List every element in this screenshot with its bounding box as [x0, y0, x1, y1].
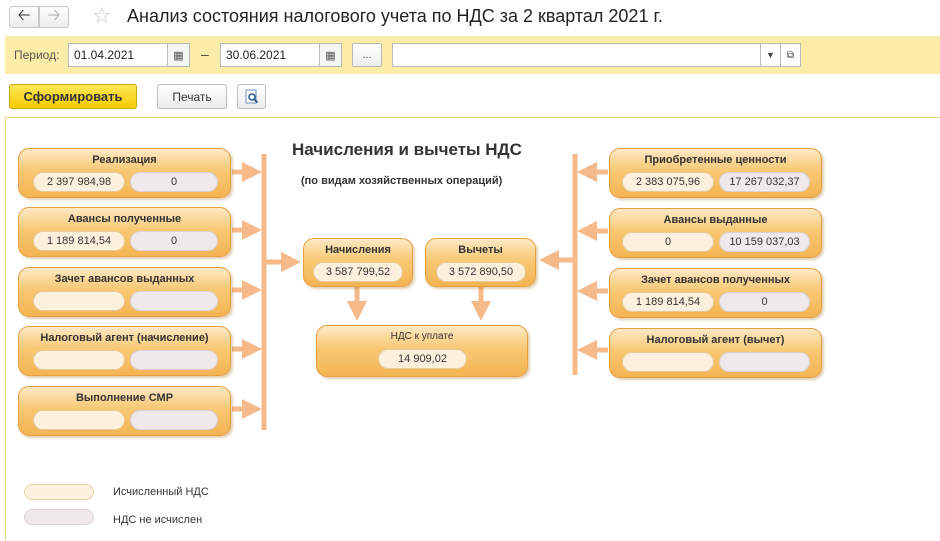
period-start-input[interactable]: 01.04.2021	[68, 43, 168, 67]
title-bar: 🡠 🡢 ☆ Анализ состояния налогового учета …	[0, 0, 940, 36]
box-acquired-values[interactable]: Приобретенные ценности 2 383 075,96 17 2…	[609, 148, 822, 198]
value-calculated[interactable]: 1 189 814,54	[33, 231, 125, 251]
box-label: НДС к уплате	[390, 331, 454, 342]
value-not-calculated[interactable]: 10 159 037,03	[719, 232, 810, 252]
print-preview-icon	[245, 89, 258, 103]
value-calculated[interactable]	[33, 291, 125, 311]
value-calculated[interactable]: 1 189 814,54	[622, 292, 714, 312]
preview-button[interactable]	[237, 84, 266, 109]
box-advances-received[interactable]: Авансы полученные 1 189 814,54 0	[18, 207, 231, 257]
favorite-star-icon[interactable]: ☆	[92, 3, 112, 28]
open-window-icon[interactable]: ⧉	[781, 43, 801, 67]
box-tax-agent-deduction[interactable]: Налоговый агент (вычет)	[609, 328, 822, 378]
print-button[interactable]: Печать	[157, 84, 227, 109]
box-offset-advances-received[interactable]: Зачет авансов полученных 1 189 814,54 0	[609, 268, 822, 318]
choose-period-button[interactable]: ...	[352, 43, 382, 67]
box-label: Налоговый агент (начисление)	[40, 332, 209, 344]
box-tax-agent-accrual[interactable]: Налоговый агент (начисление)	[18, 326, 231, 376]
value-not-calculated[interactable]	[719, 352, 810, 372]
value-calculated[interactable]	[33, 350, 125, 370]
value-not-calculated[interactable]: 17 267 032,37	[719, 172, 810, 192]
box-label: Зачет авансов выданных	[54, 273, 195, 285]
box-advances-issued[interactable]: Авансы выданные 0 10 159 037,03	[609, 208, 822, 258]
box-label: Начисления	[325, 244, 391, 256]
box-label: Вычеты	[458, 244, 503, 256]
box-label: Реализация	[92, 154, 157, 166]
box-sales[interactable]: Реализация 2 397 984,98 0	[18, 148, 231, 198]
calendar-icon[interactable]: ▦	[320, 43, 342, 67]
period-end-input[interactable]: 30.06.2021	[220, 43, 320, 67]
box-label: Налоговый агент (вычет)	[646, 334, 785, 346]
value-not-calculated[interactable]: 0	[130, 172, 218, 192]
value-accruals[interactable]: 3 587 799,52	[313, 262, 403, 282]
legend-label-calculated: Исчисленный НДС	[113, 486, 209, 498]
value-not-calculated[interactable]	[130, 350, 218, 370]
report-subheading: (по видам хозяйственных операций)	[301, 175, 503, 187]
period-label: Период:	[14, 48, 60, 62]
arrow-left-icon: 🡠	[17, 6, 31, 24]
value-calculated[interactable]	[33, 410, 125, 430]
period-dash: –	[201, 46, 209, 62]
box-deductions[interactable]: Вычеты 3 572 890,50	[425, 238, 536, 287]
value-calculated[interactable]: 0	[622, 232, 714, 252]
value-calculated[interactable]	[622, 352, 714, 372]
back-button[interactable]: 🡠	[9, 6, 39, 28]
box-label: Авансы полученные	[67, 213, 182, 225]
value-calculated[interactable]: 2 383 075,96	[622, 172, 714, 192]
value-not-calculated[interactable]	[130, 291, 218, 311]
window-title: Анализ состояния налогового учета по НДС…	[127, 6, 663, 26]
value-calculated[interactable]: 2 397 984,98	[33, 172, 125, 192]
period-bar: Период: 01.04.2021 ▦ – 30.06.2021 ▦ ... …	[5, 36, 940, 74]
box-vat-payable[interactable]: НДС к уплате 14 909,02	[316, 325, 528, 377]
value-deductions[interactable]: 3 572 890,50	[436, 262, 526, 282]
arrow-right-icon: 🡢	[47, 6, 61, 24]
box-offset-advances-issued[interactable]: Зачет авансов выданных	[18, 267, 231, 317]
box-construction[interactable]: Выполнение СМР	[18, 386, 231, 436]
legend-swatch-not-calculated	[24, 509, 94, 525]
box-label: Зачет авансов полученных	[640, 274, 791, 286]
forward-button[interactable]: 🡢	[39, 6, 69, 28]
calendar-icon[interactable]: ▦	[168, 43, 190, 67]
value-not-calculated[interactable]: 0	[130, 231, 218, 251]
box-accruals[interactable]: Начисления 3 587 799,52	[303, 238, 413, 287]
dropdown-arrow-icon[interactable]: ▼	[761, 43, 781, 67]
legend-swatch-calculated	[24, 484, 94, 500]
box-label: Авансы выданные	[663, 214, 768, 226]
organization-select[interactable]	[392, 43, 761, 67]
report-heading: Начисления и вычеты НДС	[292, 140, 522, 159]
box-label: Приобретенные ценности	[644, 154, 787, 166]
box-label: Выполнение СМР	[75, 392, 174, 404]
value-not-calculated[interactable]: 0	[719, 292, 810, 312]
legend-label-not-calculated: НДС не исчислен	[113, 514, 203, 526]
value-vat-payable[interactable]: 14 909,02	[378, 349, 467, 369]
generate-button[interactable]: Сформировать	[9, 84, 137, 109]
value-not-calculated[interactable]	[130, 410, 218, 430]
